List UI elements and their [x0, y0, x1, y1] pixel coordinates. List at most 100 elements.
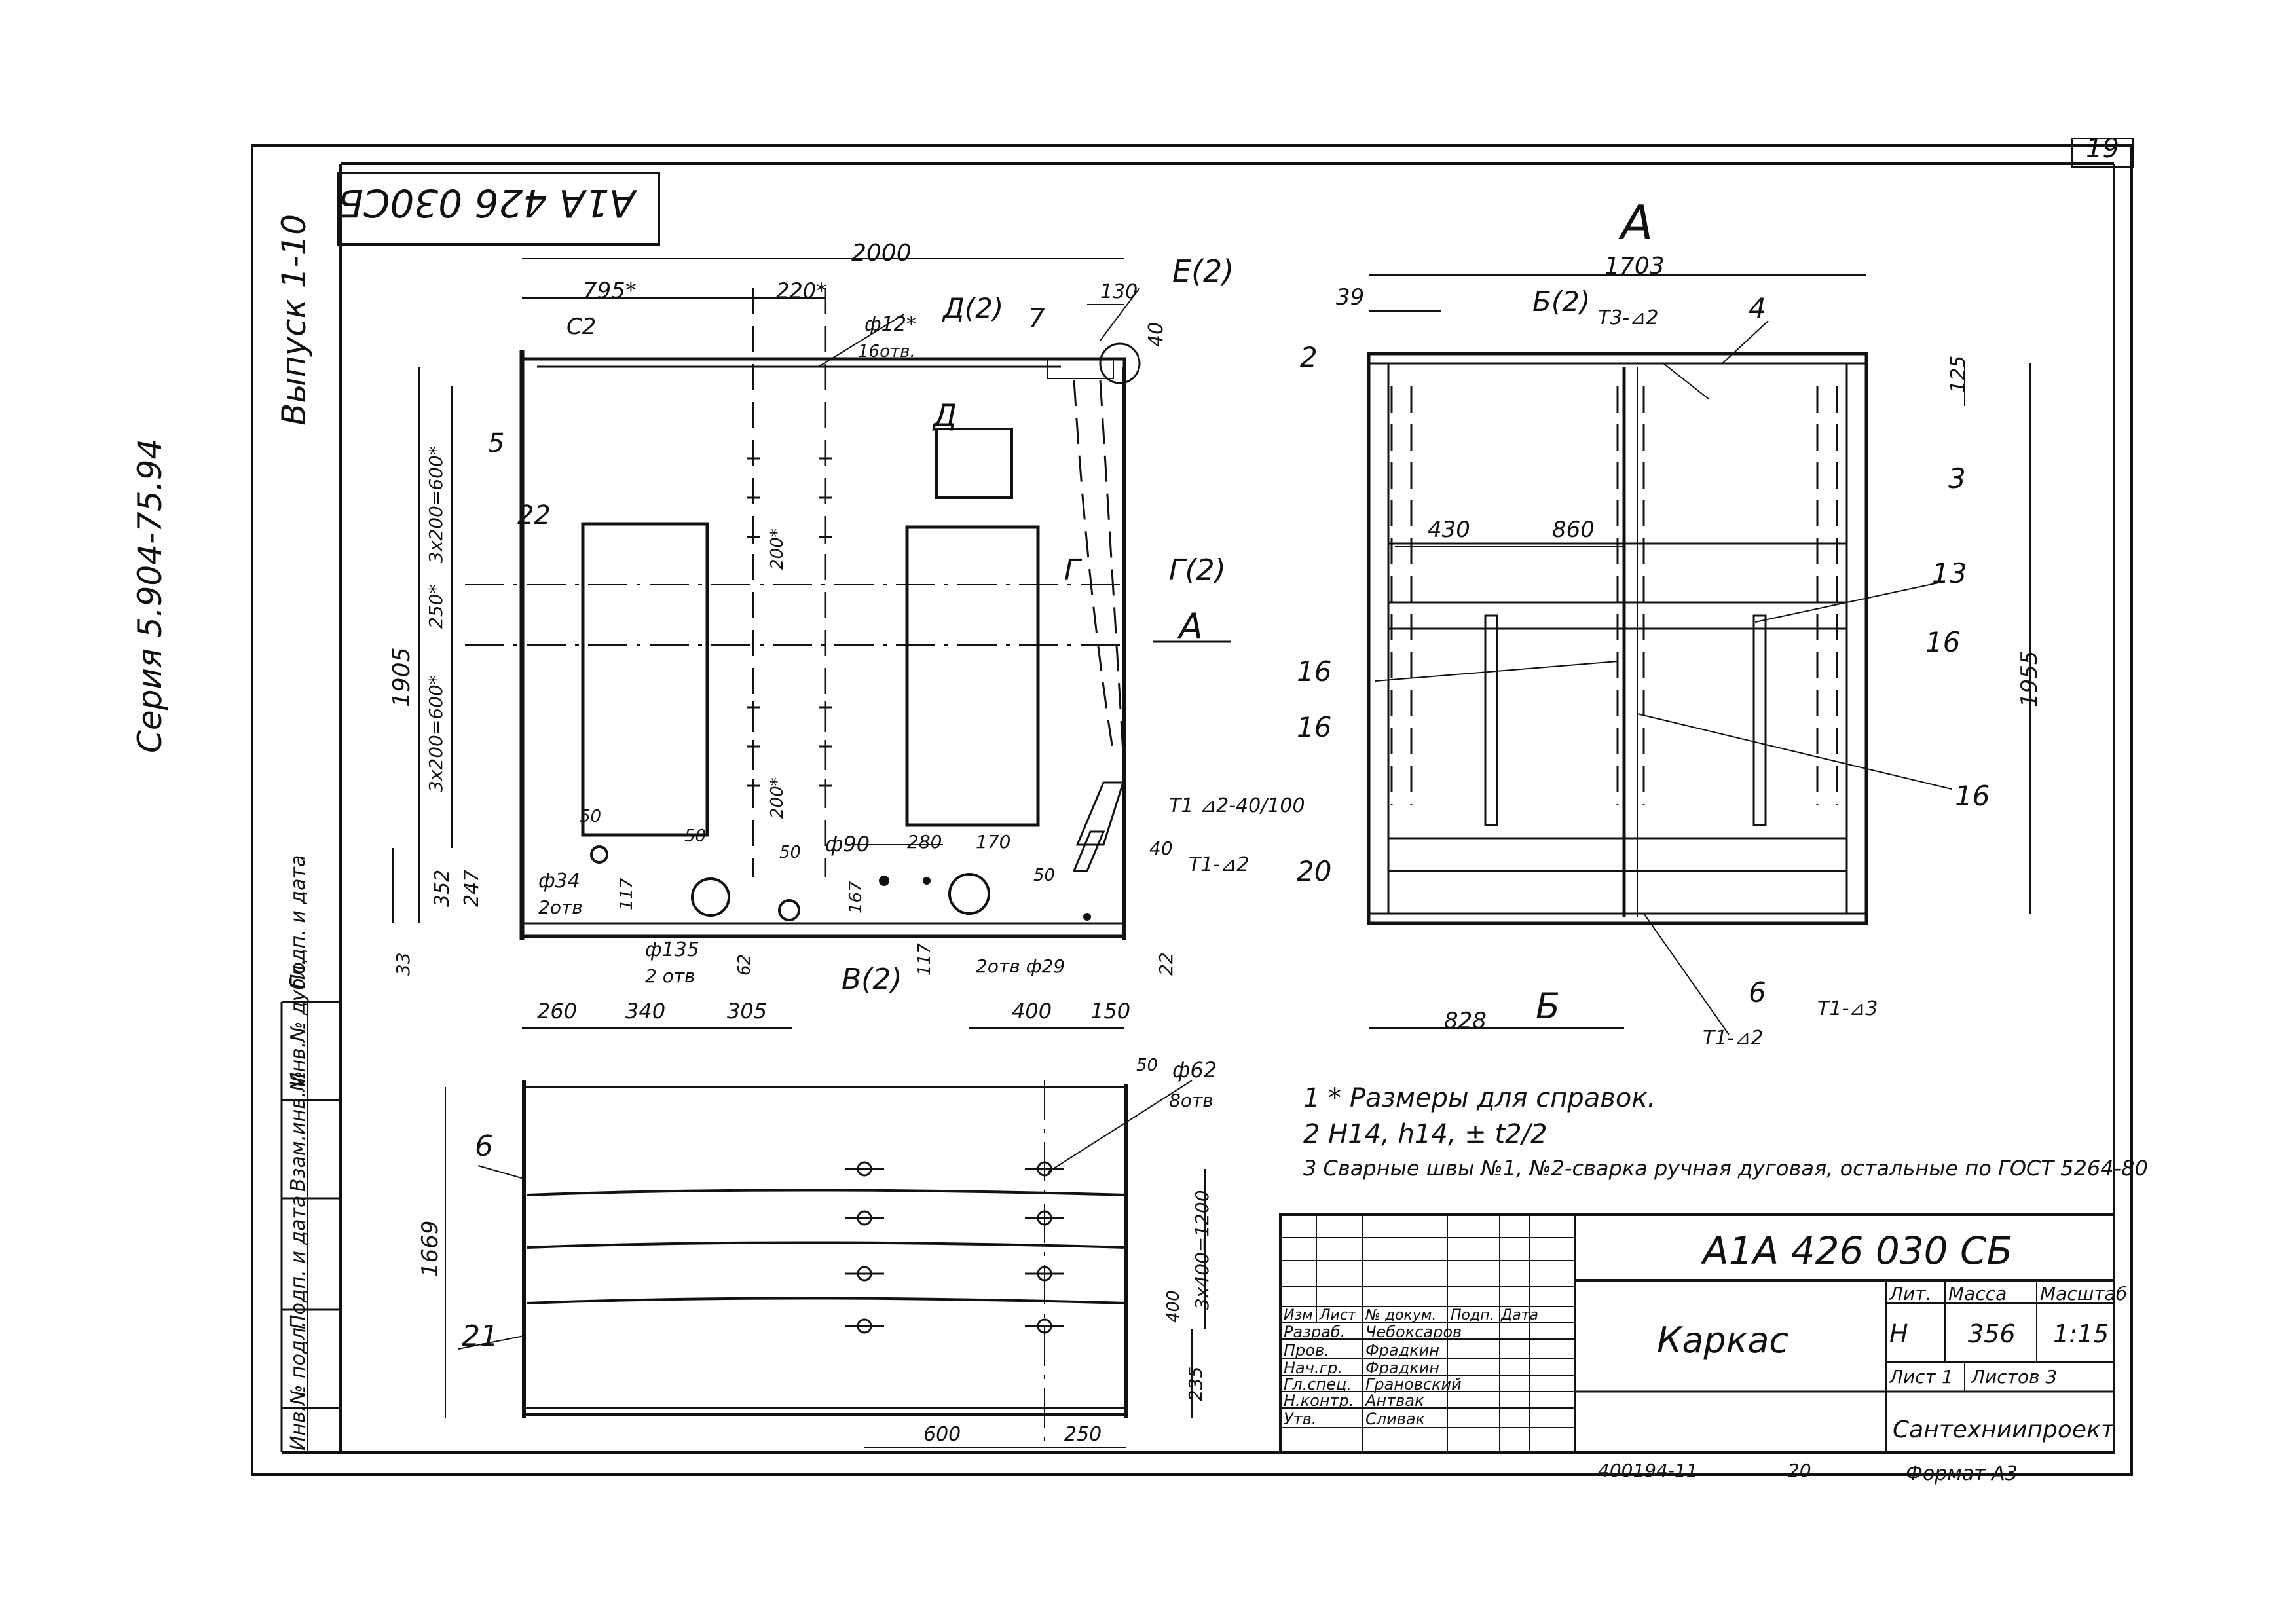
dim-260: 260 — [537, 999, 577, 1024]
dim-828: 828 — [1444, 1008, 1487, 1034]
section-b: Б — [1536, 986, 1560, 1027]
dim-50c: 50 — [779, 843, 801, 862]
main-view-labels: 2000 795* 220* 130 40 C2 ф12* 16отв. Д(2… — [388, 240, 1305, 1024]
weld-t1b: Т1-⊿2 — [1189, 853, 1249, 876]
weld-t3: Т3-⊿2 — [1598, 306, 1658, 329]
dim-247: 247 — [460, 870, 483, 907]
dim-1955: 1955 — [2016, 650, 2043, 707]
designation-rotated-box — [337, 172, 660, 246]
item-6: 6 — [1749, 976, 1766, 1008]
dim-352: 352 — [431, 870, 454, 907]
callout-phi34: ф34 — [538, 870, 580, 893]
dim-220: 220* — [776, 278, 826, 303]
dim-795: 795* — [583, 278, 637, 304]
dim-1905: 1905 — [388, 647, 415, 707]
note-1: 1 * Размеры для справок. — [1303, 1083, 1656, 1113]
footer-copy-no: 400194-11 — [1598, 1460, 1698, 1481]
callout-view-a: А — [1177, 606, 1203, 647]
tb-name-3: Фрадкин — [1365, 1359, 1439, 1377]
item-16b: 16 — [1297, 655, 1331, 688]
notes: 1 * Размеры для справок. 2 Н14, h14, ± t… — [1303, 1083, 2148, 1181]
dim-50a: 50 — [580, 807, 601, 826]
tb-part-name: Каркас — [1657, 1320, 1788, 1361]
dim-3x200b: 3x200=600* — [425, 675, 447, 792]
tb-col-izm: Изм — [1284, 1307, 1313, 1323]
callout-item5: 5 — [488, 428, 504, 458]
callout-g: Г — [1064, 553, 1083, 587]
callout-b2: Б(2) — [1532, 286, 1590, 318]
weld-t1b: Т1-⊿3 — [1817, 997, 1878, 1020]
item-16a: 16 — [1925, 626, 1960, 658]
tb-name-2: Фрадкин — [1365, 1341, 1439, 1359]
tb-mass-label: Масса — [1948, 1283, 2007, 1304]
tb-scale-value: 1:15 — [2053, 1320, 2109, 1348]
dim-150: 150 — [1090, 999, 1130, 1024]
footer-copy-no2: 20 — [1788, 1460, 1811, 1481]
dim-3x400: 3x400=1200 — [1191, 1190, 1213, 1310]
bottom-view-labels: ф62 8отв 50 6 21 1669 3x400=1200 400 235… — [417, 1056, 1217, 1446]
tb-name-5: Антвак — [1364, 1392, 1424, 1410]
callout-phi135: ф135 — [645, 938, 699, 961]
footer: 400194-11 20 Формат А3 — [1598, 1460, 2018, 1485]
callout-e2: Е(2) — [1172, 253, 1234, 289]
dim-400: 400 — [1164, 1290, 1183, 1323]
item-13: 13 — [1932, 557, 1967, 589]
callout-d: Д — [932, 397, 957, 433]
dim-40b: 40 — [1149, 838, 1173, 859]
view-a-title: А — [1618, 195, 1653, 250]
tb-role-5: Н.контр. — [1284, 1392, 1354, 1410]
callout-g2: Г(2) — [1169, 553, 1226, 587]
tb-scale-label: Масштаб — [2040, 1283, 2127, 1304]
dim-125: 125 — [1947, 356, 1970, 393]
dim-400: 400 — [1012, 999, 1052, 1024]
item-2: 2 — [1300, 341, 1318, 373]
dim-200a: 200* — [768, 528, 787, 570]
callout-phi62: ф62 — [1172, 1058, 1217, 1082]
item-3: 3 — [1948, 462, 1966, 494]
dim-40: 40 — [1145, 322, 1168, 347]
dim-50: 50 — [1136, 1056, 1158, 1075]
note-3: 3 Сварные швы №1, №2-сварка ручная дугов… — [1303, 1156, 2148, 1181]
dim-62: 62 — [735, 954, 754, 976]
dim-1669: 1669 — [417, 1220, 443, 1277]
bottom-view — [445, 1080, 1206, 1448]
item-4: 4 — [1749, 292, 1766, 324]
dim-305: 305 — [727, 999, 767, 1024]
view-a-labels: А 1703 39 Б(2) Т3-⊿2 4 125 2 3 430 860 1… — [1297, 195, 2043, 1050]
callout-c2: C2 — [566, 314, 596, 340]
dim-1703: 1703 — [1604, 253, 1665, 280]
callout-phi90: ф90 — [825, 832, 870, 857]
callout-item7: 7 — [1028, 304, 1045, 334]
view-a — [1367, 274, 2031, 1035]
weld-t1a: Т1 ⊿2-40/100 — [1169, 794, 1305, 817]
dim-117b: 117 — [915, 943, 935, 976]
note-2: 2 Н14, h14, ± t2/2 — [1303, 1119, 1547, 1149]
tb-col-data: Дата — [1500, 1307, 1538, 1323]
tb-role-1: Разраб. — [1284, 1323, 1345, 1341]
footer-format: Формат А3 — [1906, 1462, 2018, 1485]
dim-167: 167 — [846, 881, 866, 913]
dim-39: 39 — [1336, 284, 1364, 310]
tb-role-3: Нач.гр. — [1284, 1359, 1343, 1377]
tb-lit-value: Н — [1889, 1320, 1908, 1348]
dim-3x200a: 3x200=600* — [425, 446, 447, 563]
tb-sheet: Лист 1 — [1889, 1366, 1954, 1388]
tb-sheets: Листов 3 — [1971, 1366, 2057, 1388]
dim-117a: 117 — [617, 877, 637, 910]
callout-d2: Д(2) — [942, 292, 1003, 324]
dim-130: 130 — [1100, 280, 1138, 303]
tb-name-6: Сливак — [1365, 1410, 1426, 1428]
dim-200b: 200* — [768, 777, 787, 819]
dim-22: 22 — [1155, 952, 1177, 976]
tb-role-6: Утв. — [1284, 1410, 1316, 1428]
page-number: 19 — [2086, 134, 2119, 164]
page-number-box — [2071, 138, 2134, 168]
tb-name-4: Грановский — [1365, 1375, 1462, 1393]
item-20: 20 — [1297, 855, 1331, 887]
item-6: 6 — [475, 1130, 493, 1163]
tb-name-1: Чебоксаров — [1365, 1323, 1462, 1341]
title-block-text: Изм Лист № докум. Подп. Дата Разраб. Чеб… — [1284, 1228, 2127, 1443]
dim-235: 235 — [1185, 1367, 1206, 1401]
dim-33: 33 — [392, 952, 414, 976]
